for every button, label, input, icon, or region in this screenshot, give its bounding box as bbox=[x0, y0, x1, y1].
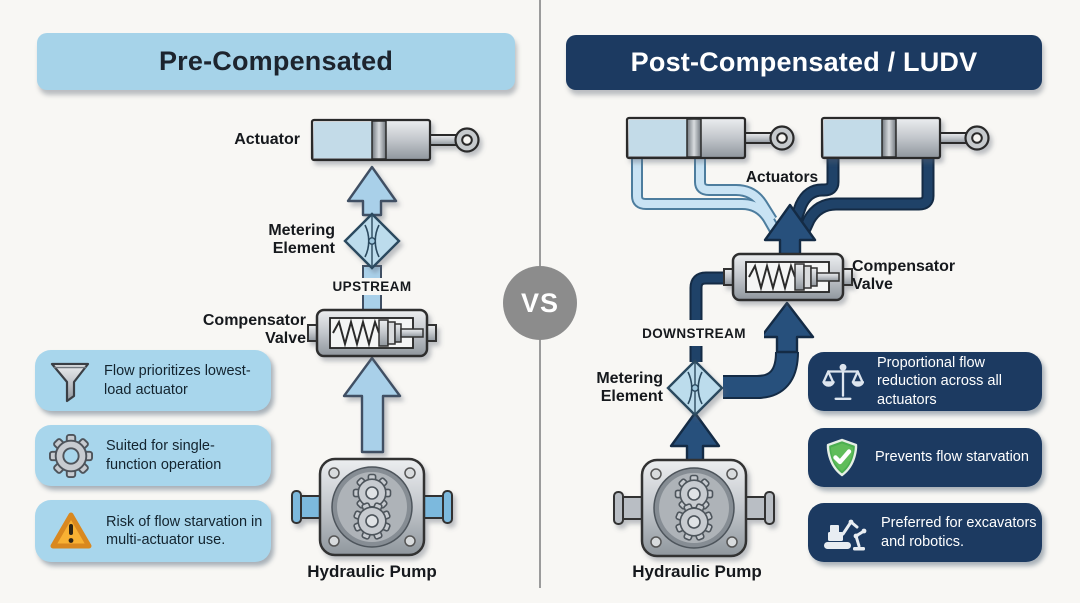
post-actuator-cylinder-2 bbox=[820, 116, 990, 160]
pre-actuator-cylinder bbox=[310, 118, 480, 162]
shield-check-icon bbox=[822, 437, 862, 479]
vs-badge: VS bbox=[503, 266, 577, 340]
pre-hydraulic-pump-symbol bbox=[292, 459, 452, 555]
post-compensator-valve-symbol bbox=[722, 252, 854, 302]
pre-metering-label: Metering Element bbox=[268, 222, 335, 257]
pre-flow-arrow-to-actuator bbox=[346, 165, 398, 217]
pre-pump-label: Hydraulic Pump bbox=[307, 562, 437, 581]
excavator-icon bbox=[822, 512, 868, 554]
pre-circuit bbox=[292, 118, 480, 555]
post-actuator-cylinder-1 bbox=[625, 116, 795, 160]
callout-text: Suited for single-function operation bbox=[106, 438, 222, 473]
post-downstream-label: DOWNSTREAM bbox=[624, 325, 764, 342]
pre-callout-starvation-risk: Risk of flow starvation in multi-actuato… bbox=[35, 500, 271, 562]
post-callout-applications: Preferred for excavators and robotics. bbox=[808, 503, 1042, 562]
callout-text: Proportional flow reduction across all a… bbox=[877, 355, 1002, 408]
post-callout-proportional-flow: Proportional flow reduction across all a… bbox=[808, 352, 1042, 411]
callout-text: Preferred for excavators and robotics. bbox=[881, 515, 1037, 550]
pre-callout-single-function: Suited for single-function operation bbox=[35, 425, 271, 486]
post-hydraulic-pump-symbol bbox=[614, 460, 774, 556]
pre-compensated-banner: Pre-Compensated bbox=[37, 33, 515, 90]
post-pipes-dark bbox=[691, 156, 933, 397]
pre-actuator-label: Actuator bbox=[234, 131, 300, 148]
post-pipes-light bbox=[633, 156, 781, 236]
pre-upstream-label: UPSTREAM bbox=[302, 278, 442, 295]
callout-text: Risk of flow starvation in multi-actuato… bbox=[106, 513, 263, 548]
callout-text: Prevents flow starvation bbox=[875, 449, 1029, 466]
pre-title: Pre-Compensated bbox=[158, 46, 394, 76]
post-flow-arrow-pump-to-metering bbox=[669, 411, 721, 464]
post-callout-no-starvation: Prevents flow starvation bbox=[808, 428, 1042, 487]
pre-metering-element-symbol bbox=[343, 212, 401, 270]
post-actuators-label: Actuators bbox=[745, 169, 819, 186]
post-flow-arrow-to-valve bbox=[759, 301, 815, 354]
pre-compensator-valve-symbol bbox=[306, 308, 438, 358]
post-pump-label: Hydraulic Pump bbox=[632, 562, 762, 581]
post-title: Post-Compensated / LUDV bbox=[630, 47, 978, 77]
vs-label: VS bbox=[520, 287, 560, 318]
post-compensator-label: Compensator Valve bbox=[852, 258, 956, 293]
gear-icon bbox=[49, 433, 93, 478]
funnel-icon bbox=[49, 359, 91, 403]
post-circuit bbox=[614, 116, 990, 556]
post-compensated-banner: Post-Compensated / LUDV bbox=[566, 35, 1042, 90]
callout-text: Flow prioritizes lowest-load actuator bbox=[104, 363, 251, 398]
pre-flow-arrow-pump-to-valve bbox=[342, 356, 402, 454]
scales-icon bbox=[822, 361, 864, 403]
post-metering-element-symbol bbox=[666, 359, 724, 417]
warning-icon bbox=[49, 511, 93, 551]
pre-compensator-label: Compensator Valve bbox=[202, 312, 306, 347]
post-metering-label: Metering Element bbox=[596, 370, 663, 405]
pre-callout-flow-priority: Flow prioritizes lowest-load actuator bbox=[35, 350, 271, 411]
